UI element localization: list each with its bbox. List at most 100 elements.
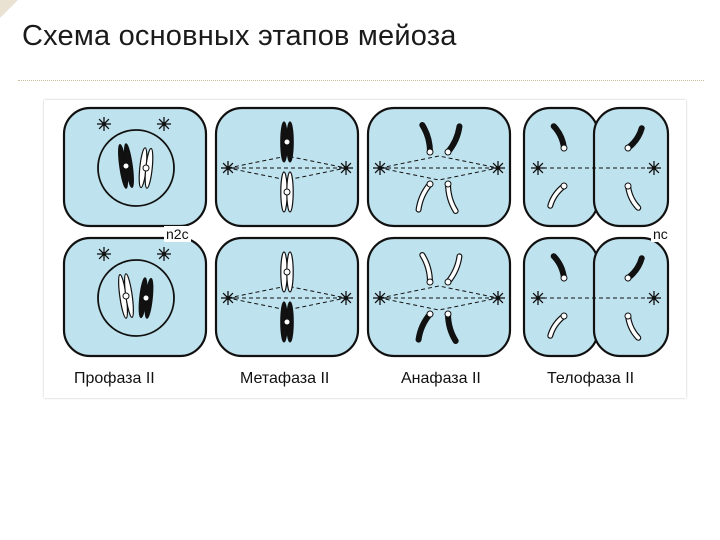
cell-telophase-1 (522, 106, 670, 228)
centromere (560, 274, 568, 282)
chromatid (550, 123, 568, 152)
centromere (444, 148, 452, 156)
centriole (157, 117, 171, 131)
cell-membrane (214, 236, 360, 358)
slide-title: Схема основных этапов мейоза (22, 20, 457, 52)
chromosome (118, 143, 134, 189)
chromatid-moving (444, 180, 459, 214)
chromatid-moving (415, 180, 434, 213)
chromatid-moving (415, 310, 434, 343)
centromere (122, 292, 130, 300)
ploidy-label-n2c: n2c (164, 226, 191, 242)
daughter-cell-membrane (592, 106, 670, 228)
cell-prophase-1 (62, 106, 208, 228)
centriole-center (378, 166, 382, 170)
centromere (560, 144, 568, 152)
title-divider (18, 80, 704, 81)
cell-anaphase-1 (366, 106, 512, 228)
cell-prophase-2 (62, 236, 208, 358)
chromatid (624, 312, 642, 341)
centriole-center (378, 296, 382, 300)
centriole-center (226, 166, 230, 170)
chromosome (118, 273, 134, 319)
centromere (426, 278, 434, 286)
chromatid-moving (444, 123, 463, 156)
centriole (373, 161, 387, 175)
centriole (647, 291, 661, 305)
chromosome (138, 147, 154, 189)
centromere (426, 148, 434, 156)
nuclear-envelope (97, 259, 175, 337)
centriole-center (496, 296, 500, 300)
centromere (426, 180, 434, 188)
centriole (339, 161, 353, 175)
centriole-center (102, 122, 106, 126)
centriole (373, 291, 387, 305)
meiosis-diagram: n2c nc Профаза II Метафаза II Анафаза II… (44, 100, 686, 398)
daughter-cell-membrane (592, 236, 670, 358)
chromatid-moving (444, 253, 463, 286)
centriole (97, 117, 111, 131)
ploidy-label-nc: nc (651, 226, 670, 242)
chromatid-moving (444, 310, 459, 344)
centromere (624, 144, 632, 152)
centriole-center (344, 296, 348, 300)
centromere (426, 310, 434, 318)
centromere (283, 268, 291, 276)
centriole (491, 291, 505, 305)
stage-caption-anaphase: Анафаза II (401, 370, 481, 387)
centriole (531, 291, 545, 305)
centriole-center (536, 166, 540, 170)
chromatid (624, 255, 645, 282)
cell-membrane (366, 106, 512, 228)
centriole-center (162, 252, 166, 256)
chromatid (624, 182, 642, 211)
chromatid (624, 125, 645, 152)
nuclear-envelope (97, 129, 175, 207)
cell-drawings (62, 106, 670, 358)
chromatid-moving (419, 122, 434, 156)
centromere (142, 164, 150, 172)
centriole-center (162, 122, 166, 126)
centromere (560, 312, 568, 320)
centromere (444, 278, 452, 286)
centromere (122, 162, 130, 170)
centriole (221, 161, 235, 175)
cell-metaphase-2 (214, 236, 360, 358)
chromatid-moving (419, 252, 434, 286)
centriole-center (226, 296, 230, 300)
chromosome (280, 171, 294, 213)
chromatid (550, 253, 568, 282)
slide-corner-decoration (0, 0, 18, 18)
centromere (624, 312, 632, 320)
centromere (142, 294, 150, 302)
chromosome (138, 277, 154, 319)
chromatid (547, 182, 568, 209)
centromere (624, 182, 632, 190)
centriole-center (496, 166, 500, 170)
daughter-cell-membrane (522, 106, 600, 228)
stage-caption-prophase: Профаза II (74, 370, 155, 387)
chromosome (280, 251, 294, 293)
centriole (647, 161, 661, 175)
centromere (444, 310, 452, 318)
centriole (97, 247, 111, 261)
centromere (283, 188, 291, 196)
centromere (283, 138, 291, 146)
stage-caption-metaphase: Метафаза II (240, 370, 330, 387)
chromatid (547, 312, 568, 339)
centriole-center (536, 296, 540, 300)
centriole-center (102, 252, 106, 256)
centriole-center (652, 166, 656, 170)
centriole-center (652, 296, 656, 300)
centromere (560, 182, 568, 190)
centriole (157, 247, 171, 261)
centromere (283, 318, 291, 326)
centriole (339, 291, 353, 305)
centriole (221, 291, 235, 305)
centromere (444, 180, 452, 188)
centriole-center (344, 166, 348, 170)
cell-metaphase-1 (214, 106, 360, 228)
centriole (531, 161, 545, 175)
chromosome (280, 121, 294, 163)
